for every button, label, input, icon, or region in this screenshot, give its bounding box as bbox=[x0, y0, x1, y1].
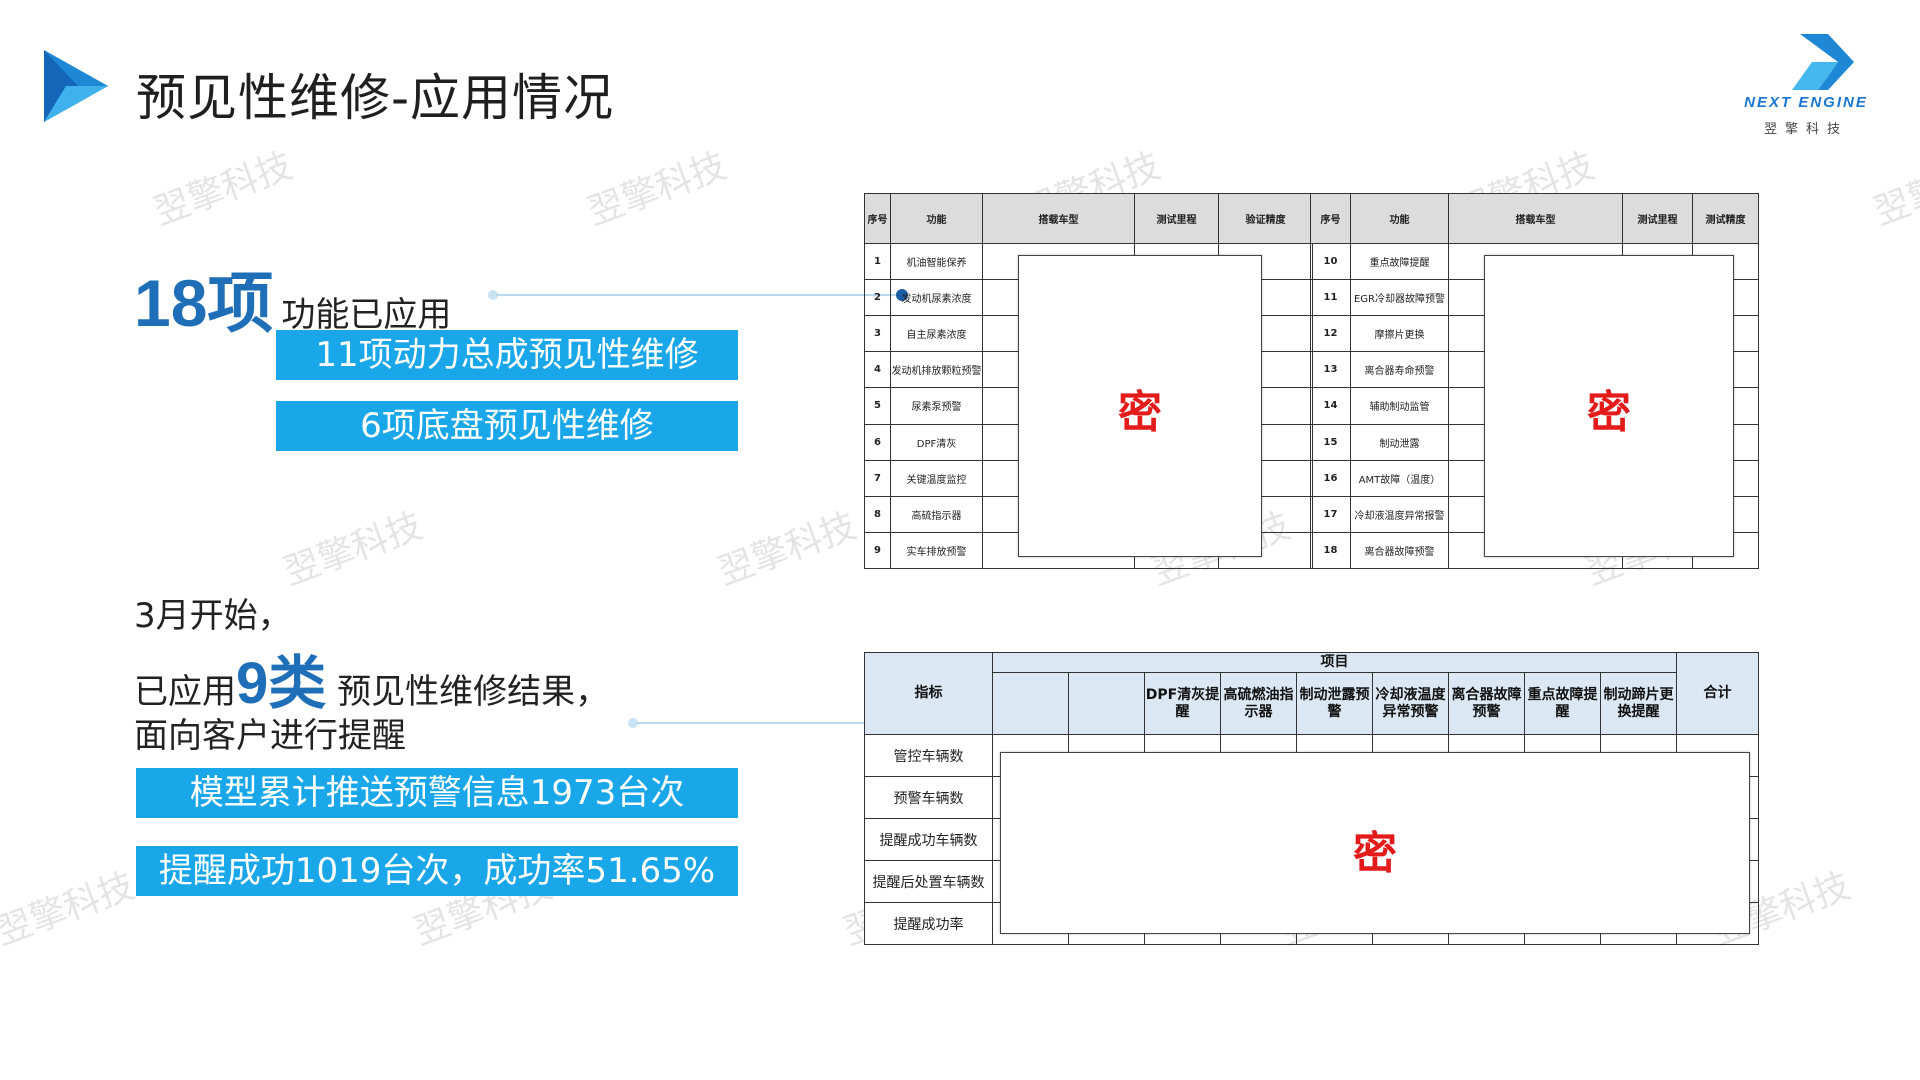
row-function: DPF清灰 bbox=[890, 423, 983, 461]
watermark: 翌擎科技 bbox=[0, 865, 140, 954]
col-header: 制动蹄片更换提醒 bbox=[1599, 672, 1678, 735]
total-header: 合计 bbox=[1676, 652, 1760, 735]
brand-subtitle: 翌擎科技 bbox=[1763, 122, 1848, 137]
col-header: 序号 bbox=[864, 193, 891, 244]
row-index: 4 bbox=[864, 351, 891, 389]
watermark: 翌擎科技 bbox=[148, 145, 298, 234]
row-index: 2 bbox=[864, 279, 891, 317]
group-header: 项目 bbox=[991, 652, 1678, 673]
connector-start-dot bbox=[488, 290, 498, 300]
col-header: 序号 bbox=[1310, 193, 1351, 244]
col-header: 功能 bbox=[1350, 193, 1449, 244]
remind-line: 面向客户进行提醒 bbox=[134, 716, 406, 756]
col-header: 重点故障提醒 bbox=[1524, 672, 1601, 735]
push-total-banner: 模型累计推送预警信息1973台次 bbox=[136, 768, 738, 818]
applied-count: 18项 bbox=[134, 266, 274, 340]
row-function: 离合器寿命预警 bbox=[1350, 351, 1449, 389]
row-index: 16 bbox=[1310, 459, 1351, 497]
applied-prefix: 已应用 bbox=[134, 672, 236, 712]
row-index: 13 bbox=[1310, 351, 1351, 389]
row-label: 预警车辆数 bbox=[864, 776, 993, 819]
row-function: 离合器故障预警 bbox=[1350, 531, 1449, 570]
row-function: 实车排放预警 bbox=[890, 531, 983, 570]
row-function: 制动泄露 bbox=[1350, 423, 1449, 461]
watermark: 翌擎科技 bbox=[278, 505, 428, 594]
row-function: 重点故障提醒 bbox=[1350, 242, 1449, 281]
watermark: 翌擎科技 bbox=[1868, 145, 1920, 234]
row-function: 发动机排放颗粒预警 bbox=[890, 351, 983, 389]
confidential-cover: 密 bbox=[1018, 255, 1262, 557]
connector-start-dot bbox=[628, 718, 638, 728]
row-index: 5 bbox=[864, 387, 891, 425]
row-function: 辅助制动监管 bbox=[1350, 387, 1449, 425]
row-function: 冷却液温度异常报警 bbox=[1350, 495, 1449, 533]
row-function: 高硫指示器 bbox=[890, 495, 983, 533]
categories-count: 9类 bbox=[236, 651, 327, 716]
secret-mark: 密 bbox=[1353, 828, 1397, 879]
row-index: 6 bbox=[864, 423, 891, 461]
col-header: 测试精度 bbox=[1692, 193, 1759, 244]
row-index: 12 bbox=[1310, 315, 1351, 353]
categories-suffix: 预见性维修结果， bbox=[337, 672, 610, 712]
row-index: 7 bbox=[864, 459, 891, 497]
row-label: 提醒成功率 bbox=[864, 902, 993, 945]
applied-suffix: 功能已应用 bbox=[281, 295, 452, 335]
col-header: 冷却液温度异常预警 bbox=[1372, 672, 1449, 735]
brand-name: NEXT ENGINE bbox=[1744, 94, 1868, 111]
row-index: 8 bbox=[864, 495, 891, 533]
col-header: 搭载车型 bbox=[1448, 193, 1623, 244]
col-header: 测试里程 bbox=[1134, 193, 1219, 244]
confidential-cover: 密 bbox=[1000, 752, 1750, 934]
row-label: 管控车辆数 bbox=[864, 734, 993, 777]
confidential-cover: 密 bbox=[1484, 255, 1734, 557]
page-title: 预见性维修-应用情况 bbox=[136, 69, 615, 127]
row-index: 10 bbox=[1310, 242, 1351, 281]
watermark: 翌擎科技 bbox=[582, 145, 732, 234]
col-header: 验证精度 bbox=[1218, 193, 1313, 244]
hidden-column-header bbox=[992, 672, 1069, 735]
col-header: DPF清灰提醒 bbox=[1144, 672, 1221, 735]
row-function: 尿素泵预警 bbox=[890, 387, 983, 425]
col-header: 离合器故障预警 bbox=[1448, 672, 1525, 735]
row-label: 提醒成功车辆数 bbox=[864, 818, 993, 861]
row-function: 摩擦片更换 bbox=[1350, 315, 1449, 353]
march-line: 3月开始， bbox=[134, 596, 292, 636]
row-index: 3 bbox=[864, 315, 891, 353]
applied-functions-stat: 18项功能已应用 bbox=[134, 250, 451, 346]
connector-line bbox=[636, 722, 1040, 724]
col-header: 搭载车型 bbox=[982, 193, 1135, 244]
corner-header: 指标 bbox=[864, 652, 993, 735]
success-rate-banner: 提醒成功1019台次，成功率51.65% bbox=[136, 846, 738, 896]
row-function: 关键温度监控 bbox=[890, 459, 983, 497]
row-index: 17 bbox=[1310, 495, 1351, 533]
row-index: 14 bbox=[1310, 387, 1351, 425]
row-index: 11 bbox=[1310, 279, 1351, 317]
row-index: 15 bbox=[1310, 423, 1351, 461]
row-label: 提醒后处置车辆数 bbox=[864, 860, 993, 903]
hidden-column-header bbox=[1068, 672, 1145, 735]
applied-categories-line: 已应用9类 预见性维修结果， bbox=[134, 636, 609, 720]
row-index: 18 bbox=[1310, 531, 1351, 570]
col-header: 高硫燃油指示器 bbox=[1220, 672, 1297, 735]
secret-mark: 密 bbox=[1118, 387, 1162, 438]
row-function: 自主尿素浓度 bbox=[890, 315, 983, 353]
col-header: 测试里程 bbox=[1622, 193, 1693, 244]
row-function: AMT故障（温度） bbox=[1350, 459, 1449, 497]
play-triangle-logo-icon bbox=[44, 50, 108, 122]
watermark: 翌擎科技 bbox=[712, 505, 862, 594]
col-header: 功能 bbox=[890, 193, 983, 244]
col-header: 制动泄露预警 bbox=[1296, 672, 1373, 735]
secret-mark: 密 bbox=[1587, 387, 1631, 438]
row-index: 9 bbox=[864, 531, 891, 570]
powertrain-banner: 11项动力总成预见性维修 bbox=[276, 330, 738, 380]
row-function: EGR冷却器故障预警 bbox=[1350, 279, 1449, 317]
row-function: 机油智能保养 bbox=[890, 242, 983, 281]
connector-line bbox=[496, 294, 898, 296]
row-function: 发动机尿素浓度 bbox=[890, 279, 983, 317]
row-index: 1 bbox=[864, 242, 891, 281]
brand-logo: NEXT ENGINE 翌擎科技 bbox=[1726, 32, 1886, 142]
brand-arrow-icon bbox=[1792, 34, 1854, 90]
chassis-banner: 6项底盘预见性维修 bbox=[276, 401, 738, 451]
